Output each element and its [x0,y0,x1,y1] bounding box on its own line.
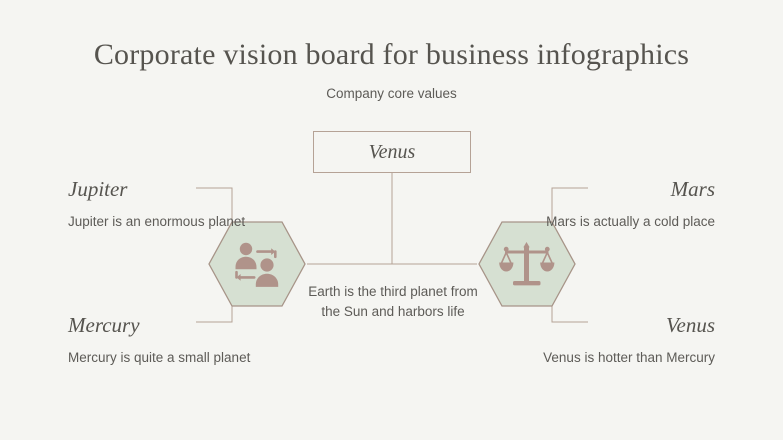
label-block-venus: Venus Venus is hotter than Mercury [500,313,715,367]
planet-description-venus: Venus is hotter than Mercury [543,350,715,366]
balance-scales-icon [499,242,555,286]
hexagon-left-shape [208,221,306,307]
hexagon-right[interactable] [477,218,577,310]
connector-mars [551,187,588,222]
connector-jupiter [196,187,233,222]
planet-name-jupiter: Jupiter [68,177,128,201]
planet-name-venus: Venus [666,313,715,337]
page-subtitle: Company core values [326,86,457,101]
center-venus-box[interactable]: Venus [313,131,471,173]
connector-venus-bottom [551,306,588,323]
label-block-jupiter: Jupiter Jupiter is an enormous planet [68,177,283,231]
page-title: Corporate vision board for business info… [93,38,690,71]
planet-description-mars: Mars is actually a cold place [546,214,715,230]
hexagon-left[interactable] [207,218,307,310]
people-exchange-icon [235,242,279,287]
center-caption: Earth is the third planet from the Sun a… [308,284,478,319]
connector-mercury [196,306,233,323]
planet-name-mercury: Mercury [68,313,140,337]
planet-description-mercury: Mercury is quite a small planet [68,350,251,366]
planet-description-jupiter: Jupiter is an enormous planet [68,214,246,230]
planet-name-mars: Mars [670,177,715,201]
label-block-mars: Mars Mars is actually a cold place [500,177,715,231]
label-block-mercury: Mercury Mercury is quite a small planet [68,313,283,367]
center-venus-label: Venus [368,140,416,163]
